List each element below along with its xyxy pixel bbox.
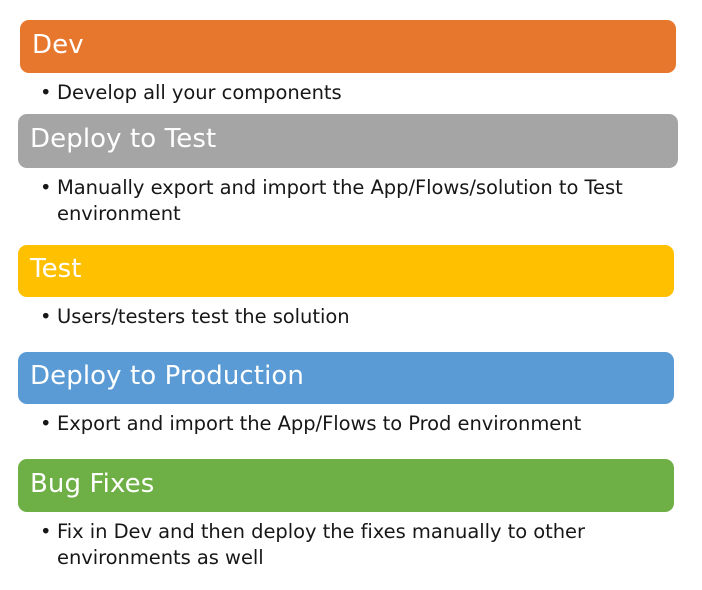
list-item-text: Develop all your components (57, 81, 342, 104)
stage-body-deploy-to-test: • Manually export and import the App/Flo… (0, 168, 702, 227)
list-item-text: Export and import the App/Flows to Prod … (57, 412, 582, 435)
list-item-text: Users/testers test the solution (57, 305, 350, 328)
stage-body-test: • Users/testers test the solution (0, 297, 702, 330)
stage-body-bug-fixes: • Fix in Dev and then deploy the fixes m… (0, 512, 702, 571)
bullet-dot-icon: • (40, 520, 52, 543)
stage-body-dev: • Develop all your components (0, 73, 702, 106)
list-item: • Export and import the App/Flows to Pro… (40, 411, 684, 437)
bullet-dot-icon: • (40, 176, 52, 199)
list-item: • Develop all your components (40, 80, 684, 106)
stage-header-dev: Dev (20, 20, 676, 73)
stage-header-deploy-to-production: Deploy to Production (18, 352, 674, 404)
stage-title: Dev (32, 29, 84, 60)
stage-title: Bug Fixes (30, 468, 155, 499)
stage-dev: Dev • Develop all your components (0, 20, 702, 106)
stage-title: Test (30, 254, 82, 284)
stage-deploy-to-production: Deploy to Production • Export and import… (0, 352, 702, 437)
process-stages-diagram: Dev • Develop all your components Deploy… (0, 20, 702, 590)
stage-header-bug-fixes: Bug Fixes (18, 459, 674, 512)
list-item-text: Manually export and import the App/Flows… (57, 176, 623, 225)
list-item: • Users/testers test the solution (40, 304, 684, 330)
list-item-text: Fix in Dev and then deploy the fixes man… (57, 520, 585, 569)
stage-header-test: Test (18, 245, 674, 297)
list-item: • Manually export and import the App/Flo… (40, 175, 684, 227)
stage-deploy-to-test: Deploy to Test • Manually export and imp… (0, 114, 702, 227)
list-item: • Fix in Dev and then deploy the fixes m… (40, 519, 684, 571)
stage-body-deploy-to-production: • Export and import the App/Flows to Pro… (0, 404, 702, 437)
bullet-dot-icon: • (40, 412, 52, 435)
stage-title: Deploy to Production (30, 361, 304, 391)
bullet-dot-icon: • (40, 305, 52, 328)
stage-test: Test • Users/testers test the solution (0, 245, 702, 330)
stage-bug-fixes: Bug Fixes • Fix in Dev and then deploy t… (0, 459, 702, 571)
stage-header-deploy-to-test: Deploy to Test (18, 114, 678, 168)
stage-title: Deploy to Test (30, 124, 217, 154)
bullet-dot-icon: • (40, 81, 52, 104)
